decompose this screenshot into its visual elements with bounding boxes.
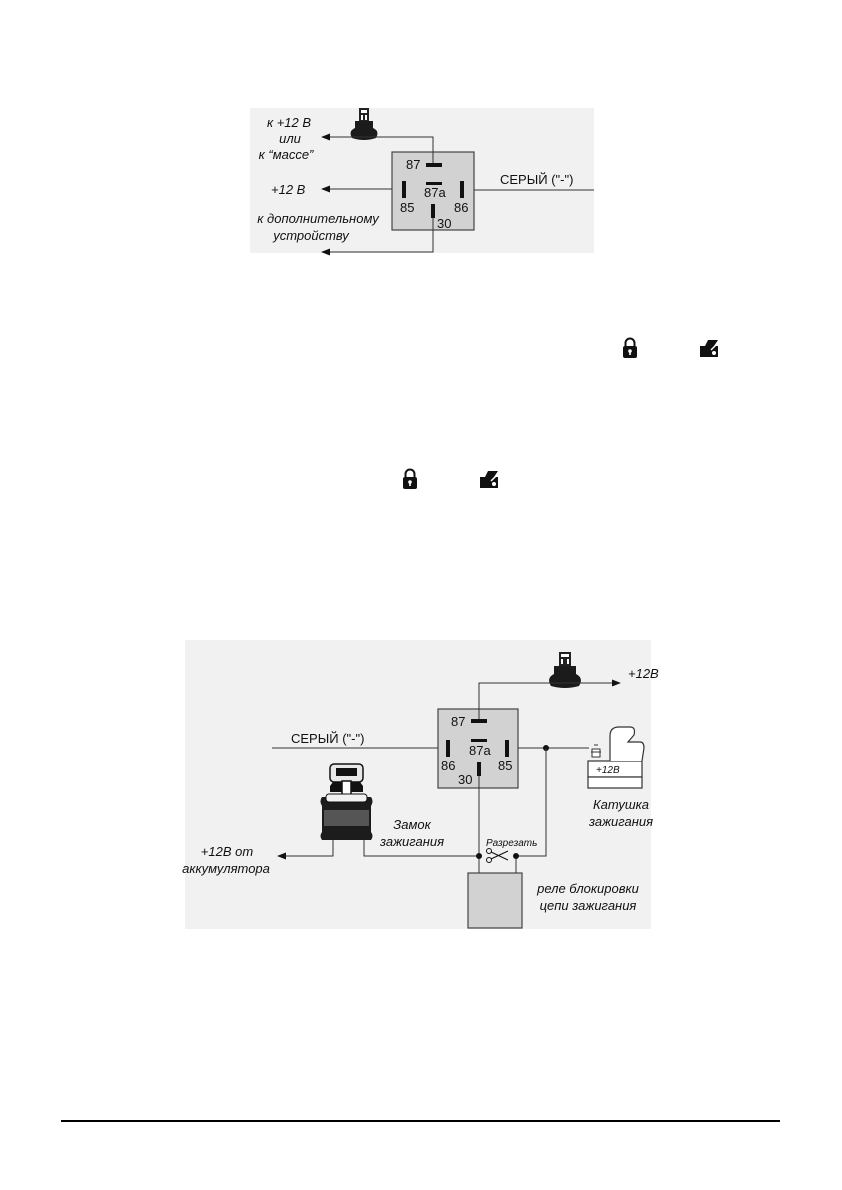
wire-87-to-fuse [364,136,434,163]
wire-junction [476,853,482,859]
label-or: или [279,131,301,146]
pin-87a-label: 87a [424,185,446,200]
trunk-icon [700,340,718,357]
wire-87-to-fuse [478,682,565,719]
label-coil-plus12: +12В [596,765,620,776]
label-cut: Разрезать [486,838,537,849]
diagram-2: 87 87a 86 85 30 [182,640,659,929]
pin-85-label: 85 [498,758,512,773]
relay-contact-30 [477,762,481,776]
lock-icon [623,337,637,358]
pin-86-label: 86 [454,200,468,215]
label-coil-2: зажигания [588,814,653,829]
trunk-icon [480,471,498,488]
wire-lock-to-cut [363,840,479,857]
label-plus12: +12В [628,666,659,681]
relay-contact-87a [471,739,487,742]
relay-contact-86 [446,740,450,757]
relay-contact-87 [426,163,442,167]
label-grey-wire: СЕРЫЙ ("-") [291,731,364,746]
wire-battery [277,840,334,860]
label-block-relay-1: реле блокировки [536,881,639,896]
pin-87-label: 87 [406,157,420,172]
pin-87a-label: 87a [469,743,491,758]
label-extra-device-2: устройству [272,228,350,243]
block-relay-box [467,872,523,929]
fuse-icon [350,108,378,140]
relay-contact-85 [505,740,509,757]
label-ign-lock-1: Замок [393,817,431,832]
wire-coil-to-cut [516,748,547,857]
label-to-ground: к “массе” [259,147,314,162]
label-ign-lock-2: зажигания [379,834,444,849]
wire-junction [513,853,519,859]
label-grey-wire: СЕРЫЙ ("-") [500,172,573,187]
relay-contact-87a [426,182,442,185]
relay-contact-30 [431,204,435,218]
diagram-2-background [185,640,651,929]
label-plus12: +12 В [271,182,306,197]
pin-86-label: 86 [441,758,455,773]
pin-30-label: 30 [458,772,472,787]
label-block-relay-2: цепи зажигания [540,898,637,913]
label-battery-1: +12В от [201,844,254,859]
relay-contact-85 [402,181,406,198]
label-battery-2: аккумулятора [182,861,270,876]
relay-contact-86 [460,181,464,198]
lock-icon [403,468,417,489]
pin-87-label: 87 [451,714,465,729]
label-coil-1: Катушка [593,797,649,812]
scissors-icon [486,848,509,863]
label-extra-device-1: к дополнительному [257,211,380,226]
relay-contact-87 [471,719,487,723]
footer-rule [61,1120,780,1122]
pin-30-label: 30 [437,216,451,231]
label-to-plus12: к +12 В [267,115,311,130]
diagram-1: 87 87a 85 86 30 к +12 В или к “массе” +1… [250,108,594,256]
pin-85-label: 85 [400,200,414,215]
wire-30-out [321,218,434,256]
ignition-lock-icon [320,763,373,840]
ignition-coil-icon [587,726,645,789]
